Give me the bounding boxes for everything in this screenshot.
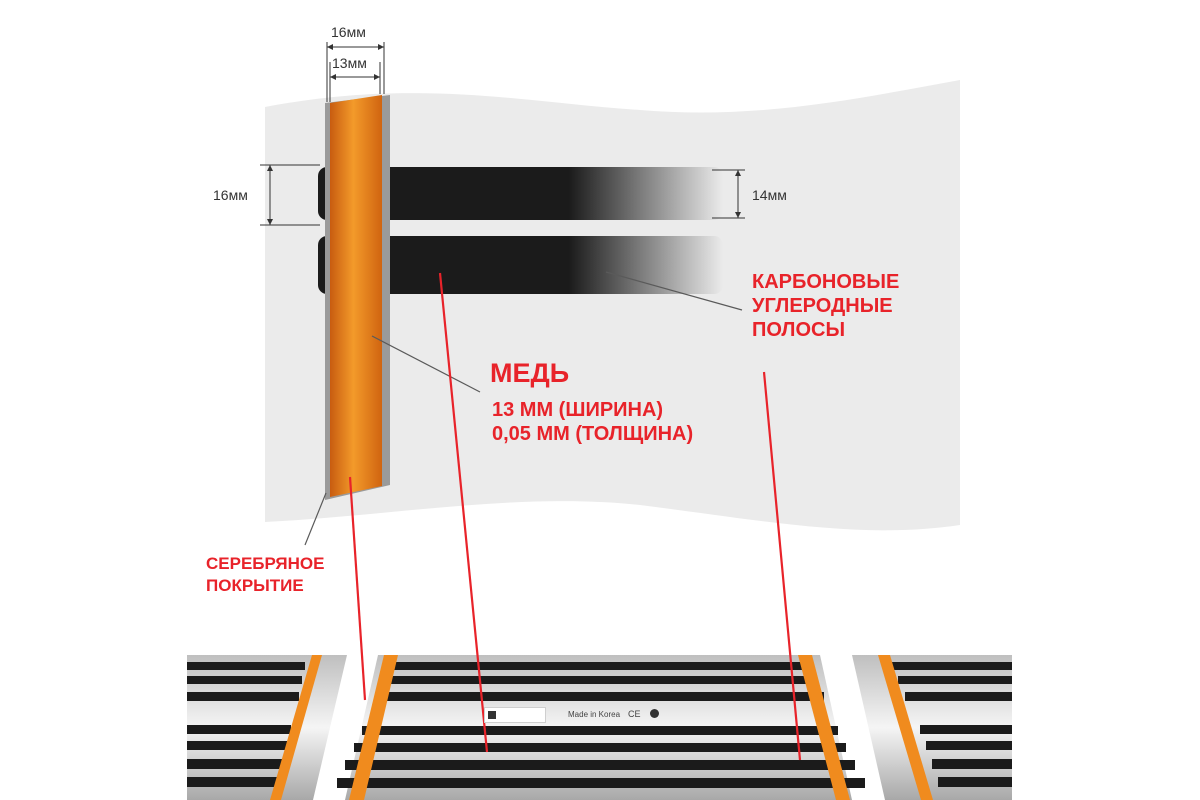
certification-mark-icon [650,709,659,718]
dimension-arrows [267,44,741,225]
dim-overall-width: 16мм [331,24,366,40]
dimension-lines [260,42,745,226]
film-carbon-strips [187,662,1012,788]
label-copper-width: 13 ММ (ШИРИНА) [492,399,664,421]
label-silver-line-2: ПОКРЫТИЕ [206,576,304,595]
red-pointer-lines [348,272,802,761]
brand-logo-square [488,711,496,719]
label-copper-specs: 13 ММ (ШИРИНА) 0,05 ММ (ТОЛЩИНА) [492,398,693,446]
dim-copper-width: 13мм [332,55,367,71]
label-silver-coating: СЕРЕБРЯНОЕ ПОКРЫТИЕ [206,553,325,597]
leader-lines [304,271,743,546]
label-carbon-line-1: КАРБОНОВЫЕ [752,271,900,293]
film-copper-busbars [270,655,933,800]
dim-strip-pitch: 16мм [213,187,248,203]
label-silver-line-1: СЕРЕБРЯНОЕ [206,554,325,573]
label-carbon-line-3: ПОЛОСЫ [752,319,846,341]
label-carbon-strips: КАРБОНОВЫЕ УГЛЕРОДНЫЕ ПОЛОСЫ [752,270,899,342]
brand-logo-icon [484,707,546,723]
dim-strip-width: 14мм [752,187,787,203]
film-print-ce: CE [628,709,641,719]
heating-film-bottom [187,655,1012,800]
label-copper-title: МЕДЬ [490,358,570,388]
label-copper-thickness: 0,05 ММ (ТОЛЩИНА) [492,423,694,445]
carbon-strip-upper [318,167,723,220]
carbon-strip-lower [318,236,723,294]
copper-busbar [330,95,382,497]
label-carbon-line-2: УГЛЕРОДНЫЕ [752,295,893,317]
film-print-made-in: Made in Korea [568,710,621,719]
